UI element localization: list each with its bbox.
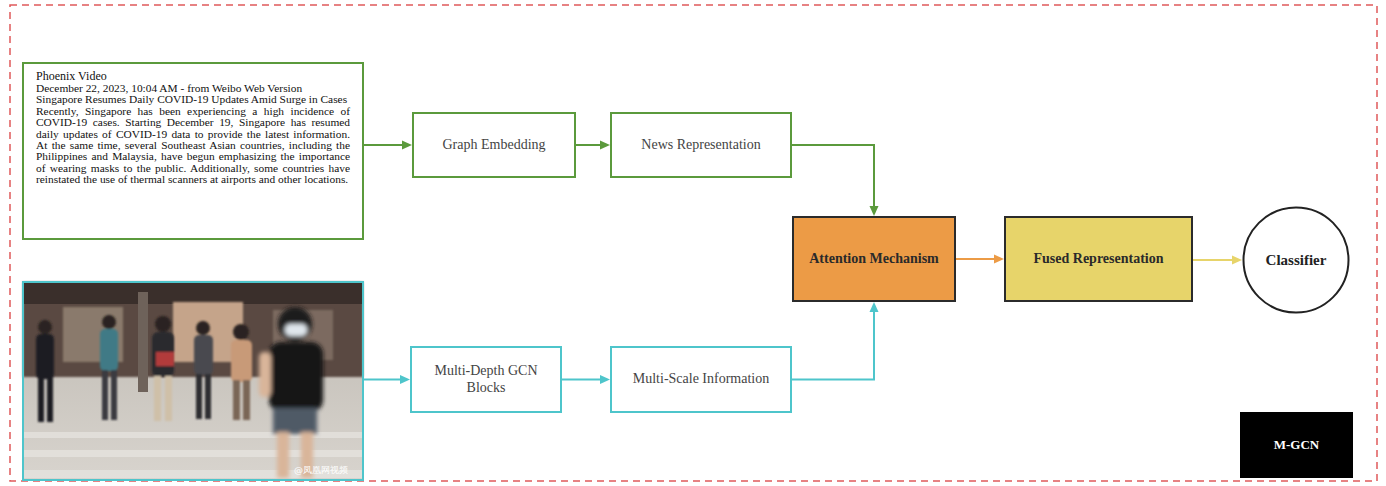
body xyxy=(100,329,118,371)
leg xyxy=(38,377,44,422)
text-group: Classifier xyxy=(1266,251,1327,269)
head xyxy=(233,324,249,340)
connector-arrow xyxy=(1193,256,1242,265)
body xyxy=(194,335,213,375)
connector-arrow xyxy=(792,145,879,216)
news-line: December 22, 2023, 10:04 AM - from Weibo… xyxy=(36,83,350,94)
shorts xyxy=(273,408,317,434)
connector-arrow xyxy=(576,141,610,150)
head xyxy=(38,320,52,334)
node-label: M-GCN xyxy=(1274,437,1320,453)
leg xyxy=(243,380,250,420)
node-label: Classifier xyxy=(1266,251,1327,269)
connector-line xyxy=(364,379,401,381)
leg xyxy=(111,370,117,420)
node-label: Multi-Depth GCN Blocks xyxy=(420,363,552,397)
leg xyxy=(205,374,211,419)
connector-arrow xyxy=(364,141,412,150)
connector-arrow xyxy=(956,255,1004,264)
leg xyxy=(277,432,289,478)
dashed-border xyxy=(10,5,1377,481)
arrowhead xyxy=(600,141,610,150)
connector-line xyxy=(576,144,601,146)
arrowhead xyxy=(402,141,412,150)
text-group: Attention Mechanism xyxy=(809,251,939,268)
connector-line xyxy=(792,145,874,207)
process-box: Graph Embedding xyxy=(412,112,576,178)
node-label: News Representation xyxy=(641,137,760,154)
connector-line xyxy=(1193,259,1233,261)
source-name: Phoenix Video xyxy=(36,70,350,83)
arrowhead xyxy=(870,206,879,216)
leg xyxy=(102,370,108,420)
mask xyxy=(285,324,307,336)
connector-arrow xyxy=(364,375,410,384)
arrowhead xyxy=(994,255,1004,264)
head xyxy=(278,307,312,341)
arrowhead xyxy=(1232,256,1242,265)
body xyxy=(269,342,323,412)
attention-box: Attention Mechanism xyxy=(792,216,956,302)
photo-ground xyxy=(23,282,363,480)
watermark: @凤凰网视频 xyxy=(294,466,348,476)
node-label: Fused Representation xyxy=(1033,251,1163,268)
text-group: Multi-Scale Information xyxy=(633,371,769,388)
arrowhead xyxy=(600,375,610,384)
connector-arrow xyxy=(562,375,610,384)
awning xyxy=(23,282,363,304)
news-text-box: Phoenix VideoDecember 22, 2023, 10:04 AM… xyxy=(22,62,364,240)
text-group: Graph Embedding xyxy=(442,137,545,154)
crosswalk xyxy=(23,432,363,478)
news-line: Singapore Resumes Daily COVID-19 Updates… xyxy=(36,94,350,105)
leg xyxy=(165,376,172,421)
connector-line xyxy=(364,144,403,146)
text-group: News Representation xyxy=(641,137,760,154)
body xyxy=(36,334,54,379)
image-frame: @凤凰网视频 xyxy=(22,281,364,481)
node-label: Graph Embedding xyxy=(442,137,545,154)
fusion-box: Fused Representation xyxy=(1004,216,1193,302)
text-group: Fused Representation xyxy=(1033,251,1163,268)
text-group: Phoenix VideoDecember 22, 2023, 10:04 AM… xyxy=(36,70,350,186)
head xyxy=(196,321,210,335)
bag xyxy=(156,352,174,366)
circle-shape xyxy=(1244,208,1349,313)
pedestrians xyxy=(36,315,252,422)
text-group: Multi-Depth GCN Blocks xyxy=(420,363,552,397)
leg xyxy=(154,376,161,421)
classifier-circle: Classifier xyxy=(1242,206,1350,314)
body xyxy=(231,340,252,382)
node-label: Attention Mechanism xyxy=(809,251,939,268)
arrowhead xyxy=(870,302,879,312)
leg xyxy=(196,374,202,419)
photo-scene xyxy=(23,282,363,480)
text-group: M-GCN xyxy=(1274,437,1320,453)
head xyxy=(102,315,116,329)
text-group: @凤凰网视频 xyxy=(294,466,348,476)
news-body: Recently, Singapore has been experiencin… xyxy=(36,106,350,186)
connector-arrow xyxy=(792,302,879,380)
arrowhead xyxy=(400,375,410,384)
process-box: News Representation xyxy=(610,112,792,178)
connector-line xyxy=(956,258,995,260)
process-box: Multi-Scale Information xyxy=(610,346,792,413)
pillar xyxy=(138,292,148,392)
leg xyxy=(47,377,53,422)
connector-line xyxy=(792,311,874,380)
body xyxy=(152,332,174,377)
leg xyxy=(233,380,240,420)
arm xyxy=(259,352,271,397)
head xyxy=(155,316,171,332)
process-box: Multi-Depth GCN Blocks xyxy=(410,346,562,413)
node-label: Multi-Scale Information xyxy=(633,371,769,388)
foreground-pedestrian xyxy=(259,307,323,478)
model-label-box: M-GCN xyxy=(1240,412,1353,478)
connector-line xyxy=(562,379,601,381)
